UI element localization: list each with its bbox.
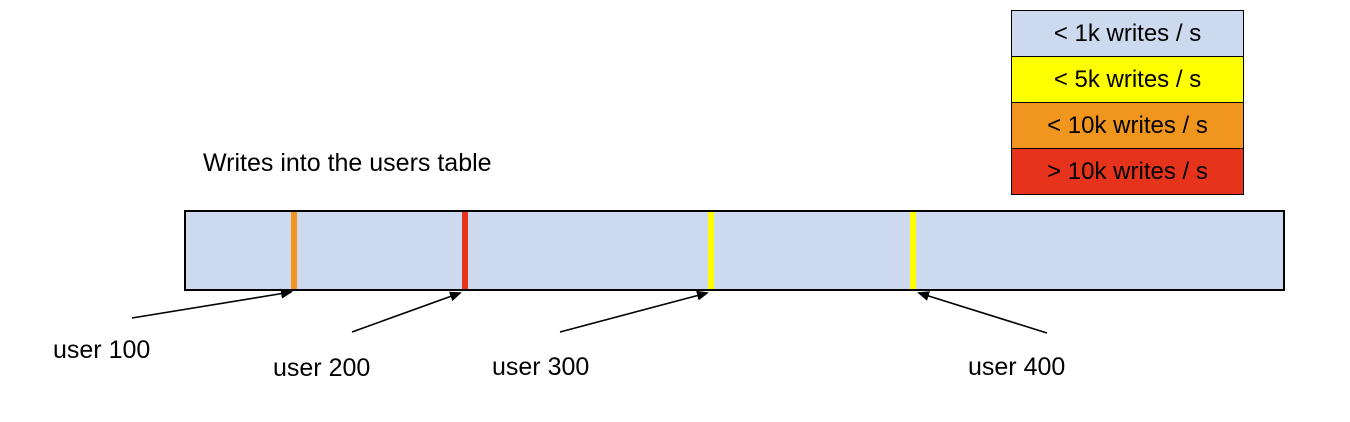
hotspot-stripe bbox=[291, 212, 297, 289]
users-table-bar bbox=[184, 210, 1285, 291]
arrow-user-300-icon bbox=[559, 290, 709, 333]
legend-row-lt-1k: < 1k writes / s bbox=[1011, 10, 1244, 57]
hotspot-stripe bbox=[910, 212, 916, 289]
legend-label: < 5k writes / s bbox=[1053, 65, 1202, 93]
hotspot-stripe bbox=[708, 212, 714, 289]
legend-row-lt-5k: < 5k writes / s bbox=[1011, 56, 1244, 103]
hotspot-stripe bbox=[462, 212, 468, 289]
legend-row-gt-10k: > 10k writes / s bbox=[1011, 148, 1244, 195]
label-user-400: user 400 bbox=[968, 353, 1066, 381]
legend-label: < 1k writes / s bbox=[1053, 19, 1202, 47]
diagram-title: Writes into the users table bbox=[203, 149, 492, 177]
write-rate-legend: < 1k writes / s < 5k writes / s < 10k wr… bbox=[1011, 10, 1244, 195]
label-user-200: user 200 bbox=[273, 354, 371, 382]
label-user-300: user 300 bbox=[492, 353, 590, 381]
label-user-100: user 100 bbox=[53, 336, 151, 364]
arrow-user-100-icon bbox=[131, 288, 293, 319]
arrow-user-400-icon bbox=[917, 291, 1048, 334]
legend-row-lt-10k: < 10k writes / s bbox=[1011, 102, 1244, 149]
legend-label: < 10k writes / s bbox=[1047, 111, 1208, 139]
legend-label: > 10k writes / s bbox=[1047, 157, 1208, 185]
arrow-user-200-icon bbox=[351, 291, 462, 333]
